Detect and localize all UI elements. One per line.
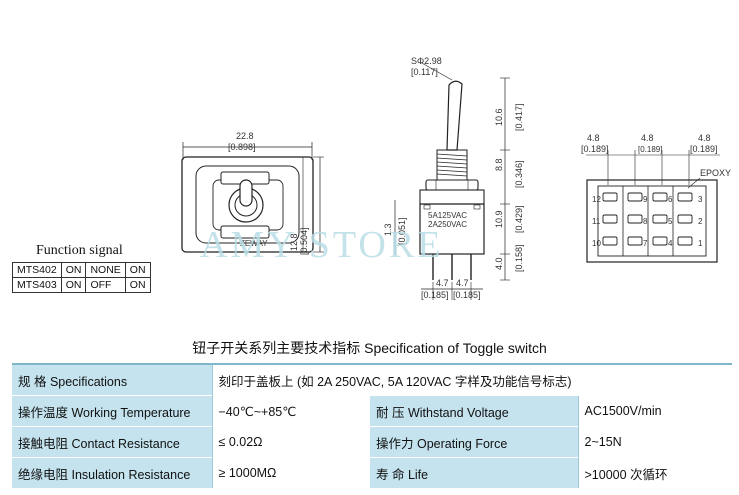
table-cell: ON (60, 262, 87, 278)
width-dim-mm: 1.3 (383, 223, 393, 236)
spec-value: >10000 次循环 (577, 457, 732, 488)
pin-7: 7 (643, 239, 648, 248)
spec-table: 规 格 Specifications 刻印于盖板上 (如 2A 250VAC, … (12, 363, 732, 488)
spec-title: 钮子开关系列主要技术指标 Specification of Toggle swi… (192, 340, 547, 356)
table-row: 操作温度 Working Temperature −40℃~+85℃ 耐 压 W… (12, 395, 732, 427)
spec-value: 刻印于盖板上 (如 2A 250VAC, 5A 120VAC 字样及功能信号标志… (211, 363, 732, 396)
function-signal-table: MTS402 ON NONE ON MTS403 ON OFF ON (12, 262, 151, 293)
pitch-1-mm: 4.7 (436, 278, 449, 288)
technical-drawing: 22.8 [0.898] 12.8 [0.504] ZEWAY (181, 56, 731, 300)
rating-line-1: 5A125VAC (428, 211, 467, 220)
pin-4: 4 (668, 239, 673, 248)
watermark: AMY STORE (200, 224, 443, 266)
bottom-pitch-1-in: [0.189] (581, 144, 609, 154)
pitch-2-mm: 4.7 (456, 278, 469, 288)
spec-value: −40℃~+85℃ (211, 395, 370, 427)
table-cell: ON (124, 277, 151, 293)
table-row: 接触电阻 Contact Resistance ≤ 0.02Ω 操作力 Oper… (12, 426, 732, 458)
table-cell: ON (124, 262, 151, 278)
pin-1: 1 (698, 239, 703, 248)
table-row: MTS403 ON OFF ON (12, 277, 151, 293)
pin-6: 6 (668, 195, 673, 204)
pin-11: 11 (592, 217, 601, 226)
spec-value: AC1500V/min (577, 395, 732, 427)
epoxy-label: EPOXY (700, 168, 731, 178)
top-height-in: [0.504] (299, 227, 309, 255)
pin-12: 12 (592, 195, 601, 204)
table-row: 规 格 Specifications 刻印于盖板上 (如 2A 250VAC, … (12, 363, 732, 396)
function-signal-title: Function signal (36, 243, 123, 258)
pin-2: 2 (698, 217, 703, 226)
bottom-view (586, 150, 720, 263)
top-width-in: [0.898] (228, 142, 256, 152)
bottom-pitch-1-mm: 4.8 (587, 133, 600, 143)
pitch-2-in: [0.185] (453, 290, 481, 300)
pin-dim-in: [0.158] (514, 244, 524, 272)
table-cell: MTS402 (12, 262, 62, 278)
table-row: MTS402 ON NONE ON (12, 262, 151, 278)
table-cell: MTS403 (12, 277, 62, 293)
spec-label: 绝缘电阻 Insulation Resistance (12, 457, 212, 488)
spec-label: 寿 命 Life (370, 457, 578, 488)
top-view-label: ZEWAY (240, 239, 268, 248)
spec-label: 规 格 Specifications (12, 363, 212, 396)
spec-label: 操作力 Operating Force (370, 426, 578, 458)
pin-3: 3 (698, 195, 703, 204)
table-cell: NONE (85, 262, 126, 278)
top-height-mm: 12.8 (289, 233, 299, 251)
spec-label: 耐 压 Withstand Voltage (370, 395, 578, 427)
spec-value: 2~15N (577, 426, 732, 458)
bottom-pitch-3-mm: 4.8 (698, 133, 711, 143)
pin-dim-mm: 4.0 (494, 257, 504, 270)
spec-label: 操作温度 Working Temperature (12, 395, 212, 427)
table-row: 绝缘电阻 Insulation Resistance ≥ 1000MΩ 寿 命 … (12, 457, 732, 488)
pin-10: 10 (592, 239, 601, 248)
lever-dim-mm: 10.6 (494, 108, 504, 126)
bushing-dim-mm: 8.8 (494, 158, 504, 171)
thread-dim-in: [0.117] (411, 67, 438, 77)
width-dim-in: [0.051] (397, 217, 407, 245)
body-dim-mm: 10.9 (494, 210, 504, 228)
rating-line-2: 2A250VAC (428, 220, 467, 229)
side-view (394, 61, 510, 300)
table-cell: ON (60, 277, 87, 293)
spec-label: 接触电阻 Contact Resistance (12, 426, 212, 458)
pin-8: 8 (643, 217, 648, 226)
table-cell: OFF (85, 277, 126, 293)
spec-value: ≤ 0.02Ω (211, 426, 370, 458)
spec-value: ≥ 1000MΩ (211, 457, 370, 488)
bottom-pitch-2-mm: 4.8 (641, 133, 654, 143)
top-width-mm: 22.8 (236, 131, 254, 141)
lever-dim-in: [0.417] (514, 103, 524, 131)
thread-dim: SΦ2.98 (411, 56, 442, 66)
pin-9: 9 (643, 195, 648, 204)
top-view (181, 142, 324, 253)
pitch-1-in: [0.185] (421, 290, 449, 300)
bottom-pitch-2-in: [0.189] (638, 145, 662, 154)
body-dim-in: [0.429] (514, 205, 524, 233)
bottom-pitch-3-in: [0.189] (690, 144, 718, 154)
bushing-dim-in: [0.346] (514, 160, 524, 188)
pin-5: 5 (668, 217, 673, 226)
